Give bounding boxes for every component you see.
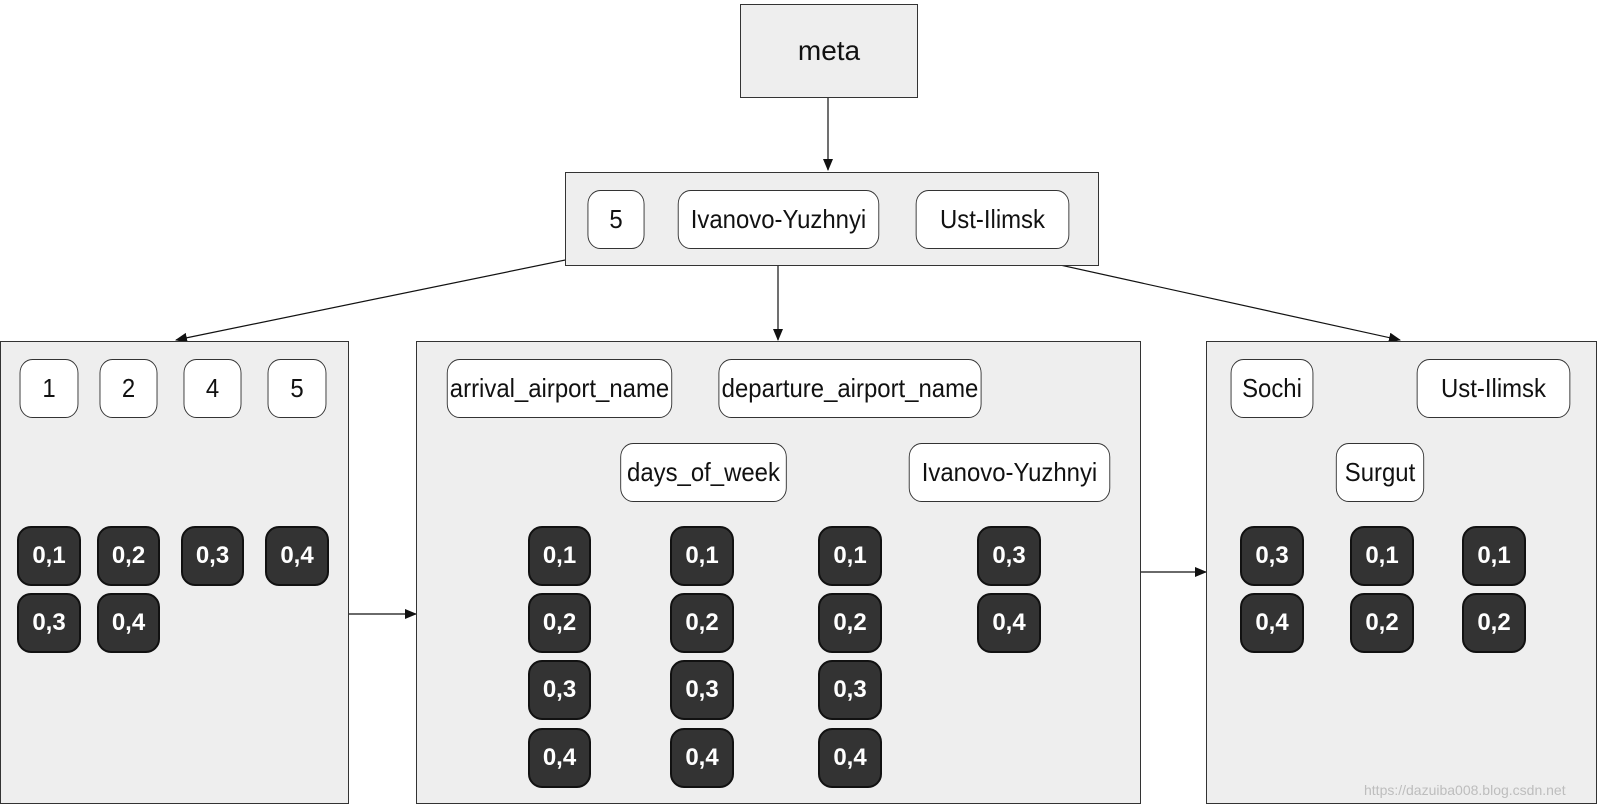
middle-days-value-1: 0,1 (670, 526, 734, 586)
right-sochi-value-1: 0,3 (1240, 526, 1304, 586)
left-key-5: 5 (267, 359, 327, 418)
middle-key-ivanovo-yuzhnyi: Ivanovo-Yuzhnyi (908, 443, 1111, 502)
middle-key-arrival-airport-name: arrival_airport_name (446, 359, 673, 418)
middle-ivanovo-value-1: 0,3 (977, 526, 1041, 586)
edge-root-left (175, 249, 615, 343)
left-key-1: 1 (19, 359, 79, 418)
right-ust-value-2: 0,2 (1462, 593, 1526, 653)
root-key-5: 5 (587, 190, 645, 249)
right-key-surgut: Surgut (1335, 443, 1425, 502)
right-sochi-value-2: 0,4 (1240, 593, 1304, 653)
left-key-2: 2 (99, 359, 158, 418)
left-value-5-a: 0,4 (265, 526, 329, 586)
left-value-2-b: 0,4 (97, 593, 160, 653)
middle-departure-value-4: 0,4 (818, 728, 882, 788)
middle-departure-value-2: 0,2 (818, 593, 882, 653)
middle-days-value-3: 0,3 (670, 660, 734, 720)
middle-departure-value-3: 0,3 (818, 660, 882, 720)
root-key-ivanovo-yuzhnyi: Ivanovo-Yuzhnyi (677, 190, 880, 249)
right-key-ust-ilimsk: Ust-Ilimsk (1416, 359, 1571, 418)
left-key-4: 4 (183, 359, 242, 418)
root-key-ust-ilimsk: Ust-Ilimsk (915, 190, 1070, 249)
middle-key-departure-airport-name: departure_airport_name (718, 359, 982, 418)
middle-days-value-4: 0,4 (670, 728, 734, 788)
middle-arrival-value-3: 0,3 (528, 660, 591, 720)
watermark: https://dazuiba008.blog.csdn.net (1364, 782, 1566, 798)
left-value-1-a: 0,1 (17, 526, 81, 586)
meta-node: meta (740, 4, 918, 98)
right-key-sochi: Sochi (1230, 359, 1314, 418)
middle-arrival-value-1: 0,1 (528, 526, 591, 586)
right-surgut-value-1: 0,1 (1350, 526, 1414, 586)
middle-arrival-value-4: 0,4 (528, 728, 591, 788)
middle-ivanovo-value-2: 0,4 (977, 593, 1041, 653)
right-ust-value-1: 0,1 (1462, 526, 1526, 586)
right-surgut-value-2: 0,2 (1350, 593, 1414, 653)
left-value-2-a: 0,2 (97, 526, 160, 586)
middle-key-days-of-week: days_of_week (620, 443, 787, 502)
middle-departure-value-1: 0,1 (818, 526, 882, 586)
left-value-4-a: 0,3 (181, 526, 244, 586)
middle-arrival-value-2: 0,2 (528, 593, 591, 653)
middle-days-value-2: 0,2 (670, 593, 734, 653)
left-value-1-b: 0,3 (17, 593, 81, 653)
